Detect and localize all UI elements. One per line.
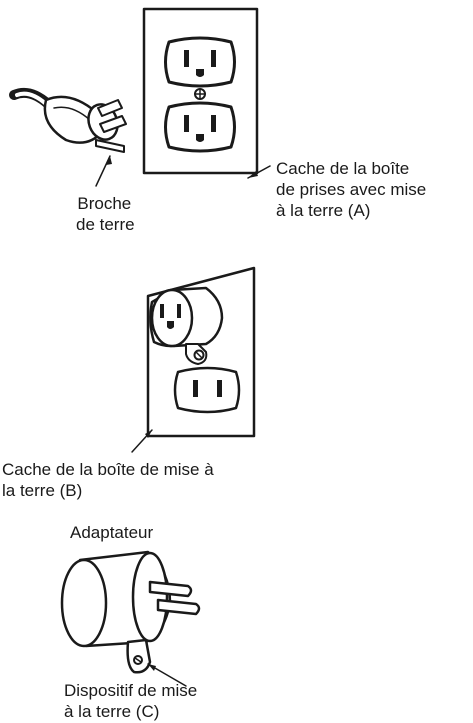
three-prong-plug [9, 87, 127, 153]
lower-receptacle [164, 101, 236, 153]
label-dispositif-line-2: à la terre (C) [64, 702, 160, 721]
label-dispositif-line-1: Dispositif de mise [64, 681, 198, 700]
label-cache-b-line-2: la terre (B) [2, 481, 83, 500]
grounding-adapter [60, 550, 201, 674]
label-adaptateur: Adaptateur [70, 522, 153, 543]
label-broche-line-2: de terre [76, 215, 135, 234]
label-cache-b-line-1: Cache de la boîte de mise à [2, 460, 214, 479]
grounding-box-cover-b [146, 266, 256, 438]
label-cache-a-line-2: de prises avec mise [276, 180, 427, 199]
label-broche-de-terre: Broche de terre [74, 193, 135, 235]
label-cache-a: Cache de la boîte de prises avec mise à … [276, 158, 426, 221]
label-cache-a-line-1: Cache de la boîte [276, 159, 410, 178]
label-dispositif-c: Dispositif de mise à la terre (C) [64, 680, 197, 722]
label-adaptateur-text: Adaptateur [70, 523, 154, 542]
label-cache-b: Cache de la boîte de mise à la terre (B) [2, 459, 214, 501]
cover-screw [194, 88, 206, 100]
label-cache-a-line-3: à la terre (A) [276, 201, 371, 220]
upper-receptacle [164, 36, 236, 88]
leader-line-broche [95, 155, 111, 187]
grounded-outlet-cover-a [142, 7, 259, 175]
label-broche-line-1: Broche [77, 194, 132, 213]
